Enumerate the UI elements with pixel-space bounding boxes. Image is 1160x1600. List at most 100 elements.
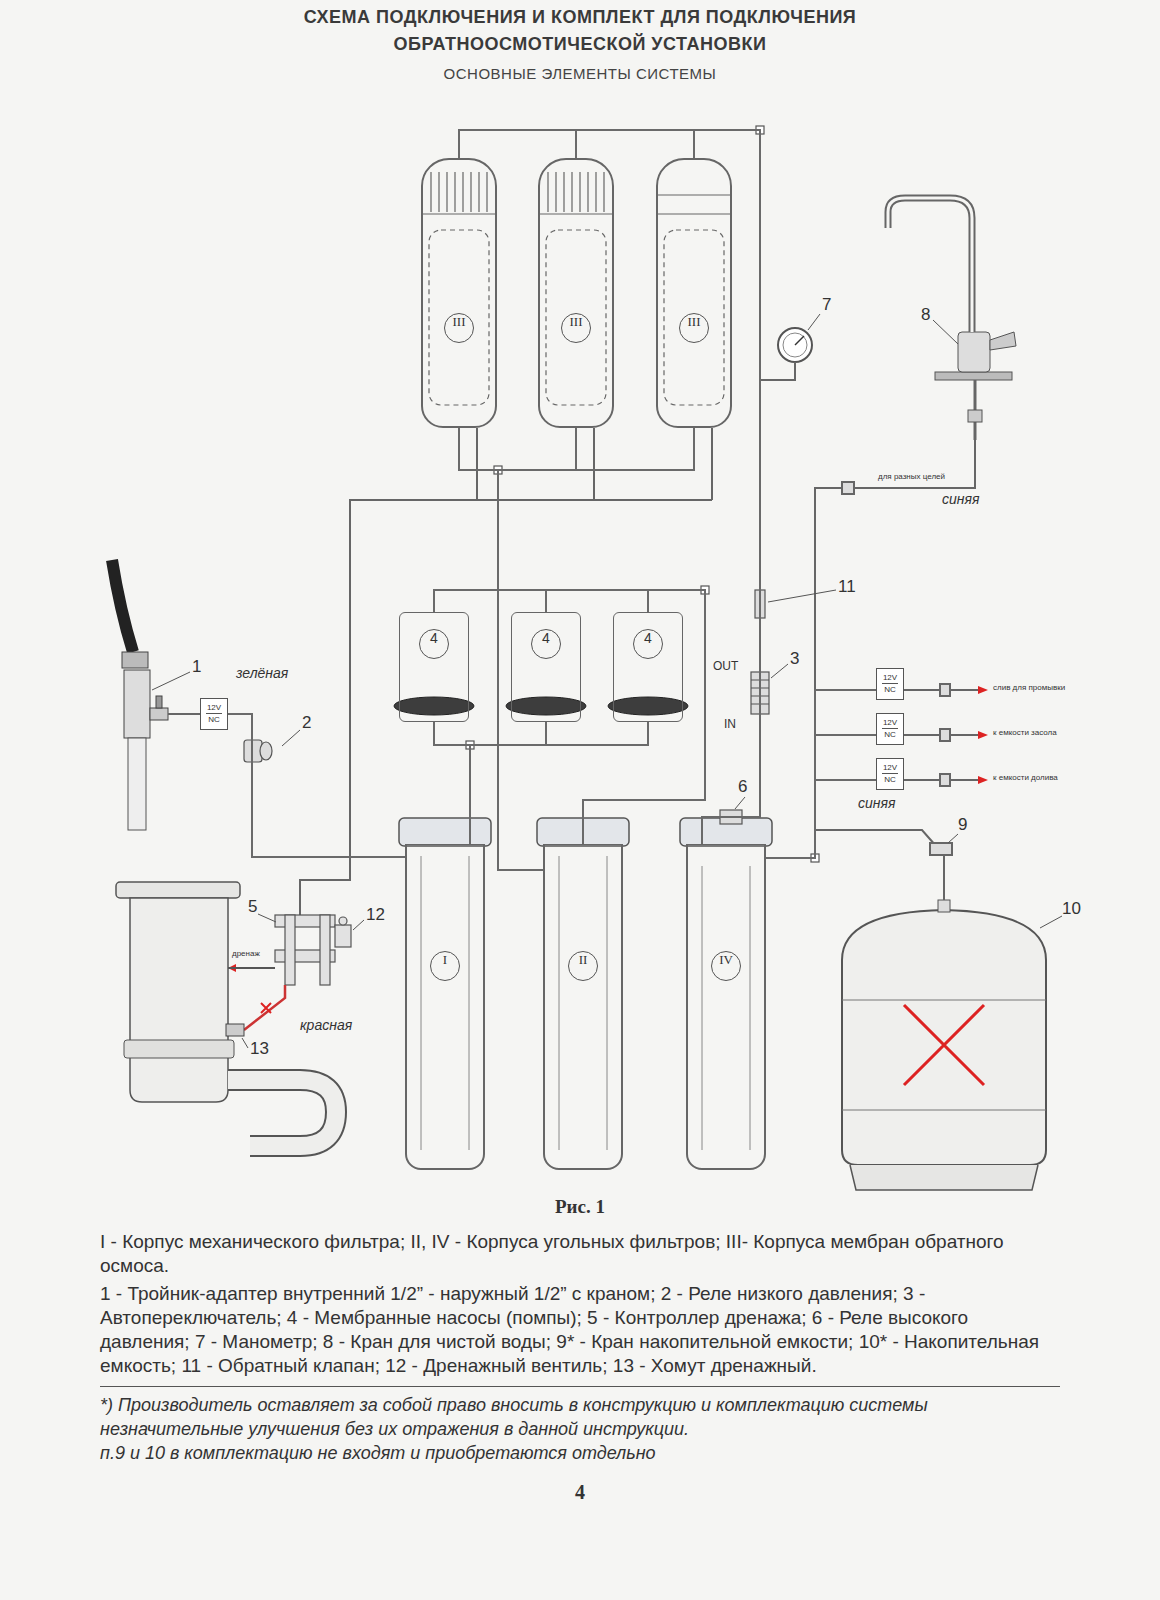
faucet (888, 198, 972, 332)
solenoid-valve: 12VNC (200, 698, 228, 730)
solenoid-valve: 12VNC (876, 668, 904, 700)
pump-number: 4 (633, 629, 663, 659)
storage-tank (842, 900, 1046, 1190)
water-inlet (112, 560, 133, 652)
housing-number: I (430, 951, 460, 981)
figure-caption: Рис. 1 (555, 1196, 605, 1218)
voltage-label: 12V (883, 763, 897, 773)
voltage-label: 12V (207, 703, 221, 713)
legend-text: 1 - Тройник-адаптер внутренний 1/2” - на… (100, 1282, 1060, 1378)
valve-type-label: NC (882, 773, 898, 785)
faucet (968, 410, 982, 422)
valve-type-label: NC (882, 728, 898, 740)
filter-housing: IV (686, 844, 766, 1170)
tube-connector (459, 428, 543, 870)
tube-note: для разных целей (878, 473, 945, 482)
inline-part (260, 742, 272, 760)
water-inlet (112, 560, 200, 830)
outlet-tube (904, 684, 978, 786)
port-name: IN (724, 718, 736, 731)
faucet (888, 198, 972, 332)
water-inlet (168, 713, 200, 715)
membrane-housing: III (421, 158, 497, 428)
membrane-housing: III (656, 158, 732, 428)
sink-siphon (226, 1024, 244, 1036)
drain-controller (335, 925, 351, 947)
tube-connector (498, 428, 576, 870)
tube-connector (766, 780, 876, 858)
drain-tube (300, 428, 712, 915)
pump-number: 4 (419, 629, 449, 659)
housing-number: III (444, 313, 474, 343)
membrane-detail (429, 230, 489, 405)
footnote: *) Производитель оставляет за собой прав… (100, 1386, 1060, 1441)
drain-controller (275, 915, 351, 985)
water-inlet (124, 670, 150, 738)
filter-housing: II (543, 844, 623, 1170)
membrane-housing: III (538, 158, 614, 428)
page-number: 4 (100, 1481, 1060, 1504)
pressure-gauge (778, 328, 812, 362)
callout-number: 5 (248, 898, 257, 917)
water-inlet (150, 708, 168, 720)
voltage-label: 12V (883, 673, 897, 683)
solenoid-valve: 12VNC (876, 758, 904, 790)
membrane-detail (546, 230, 606, 405)
membrane-detail (421, 172, 732, 405)
sink-siphon (228, 1080, 336, 1146)
leader-line (771, 664, 788, 678)
legend-text-block: I - Корпус механического фильтра; II, IV… (100, 1230, 1060, 1504)
drain-controller (285, 915, 295, 985)
callout-number: 2 (302, 714, 311, 733)
tube-color: синяя (942, 492, 979, 507)
cartridge-line (421, 856, 750, 1150)
membrane-pump: 4 (511, 612, 581, 722)
leader-line (282, 730, 300, 746)
tube-note: дренаж (232, 950, 260, 959)
drain-controller (339, 917, 347, 925)
outlet-note: слив для промывки (993, 684, 1065, 693)
callout-number: 10 (1062, 900, 1081, 919)
leader-line (242, 1038, 248, 1048)
pump-motor (608, 697, 688, 715)
leader-line (948, 834, 958, 843)
tube-connector (583, 590, 705, 844)
flow-arrow (228, 686, 988, 972)
inline-part (244, 126, 819, 862)
callout-number: 6 (738, 778, 747, 797)
tube-connector (459, 130, 760, 844)
legend-text: I - Корпус механического фильтра; II, IV… (100, 1230, 1060, 1278)
tank-tube (930, 843, 952, 855)
sink-siphon (116, 882, 240, 898)
drain-tube (300, 428, 712, 915)
subtitle: ОСНОВНЫЕ ЭЛЕМЕНТЫ СИСТЕМЫ (444, 66, 717, 83)
housing-number: II (568, 951, 598, 981)
tube-connector (470, 722, 546, 844)
pump-motor (506, 697, 586, 715)
callout-number: 12 (366, 906, 385, 925)
callout-number: 8 (921, 306, 930, 325)
pressure-gauge (760, 328, 812, 380)
tube-connector (546, 590, 705, 844)
tube-connector (470, 722, 648, 844)
page-title: СХЕМА ПОДКЛЮЧЕНИЯ И КОМПЛЕКТ ДЛЯ ПОДКЛЮЧ… (220, 4, 940, 58)
tank-tube (815, 830, 944, 900)
water-inlet (128, 738, 146, 830)
callout-number: 11 (838, 578, 856, 597)
faucet (888, 198, 1016, 440)
leader-line (1040, 916, 1062, 928)
outlet-note: к емкости засола (993, 729, 1057, 738)
callout-number: 13 (250, 1040, 269, 1059)
callout-number: 7 (822, 296, 831, 315)
drain-line (244, 985, 285, 1030)
valve-type-label: NC (206, 713, 222, 725)
callout-number: 1 (192, 658, 201, 677)
water-inlet (156, 696, 162, 708)
leader-line (808, 314, 820, 330)
outlet-tube (904, 690, 978, 780)
sink-siphon (116, 882, 336, 1146)
pressure-gauge (795, 336, 804, 345)
leader-line (768, 590, 836, 602)
storage-tank (850, 1165, 1038, 1190)
pump-number: 4 (531, 629, 561, 659)
